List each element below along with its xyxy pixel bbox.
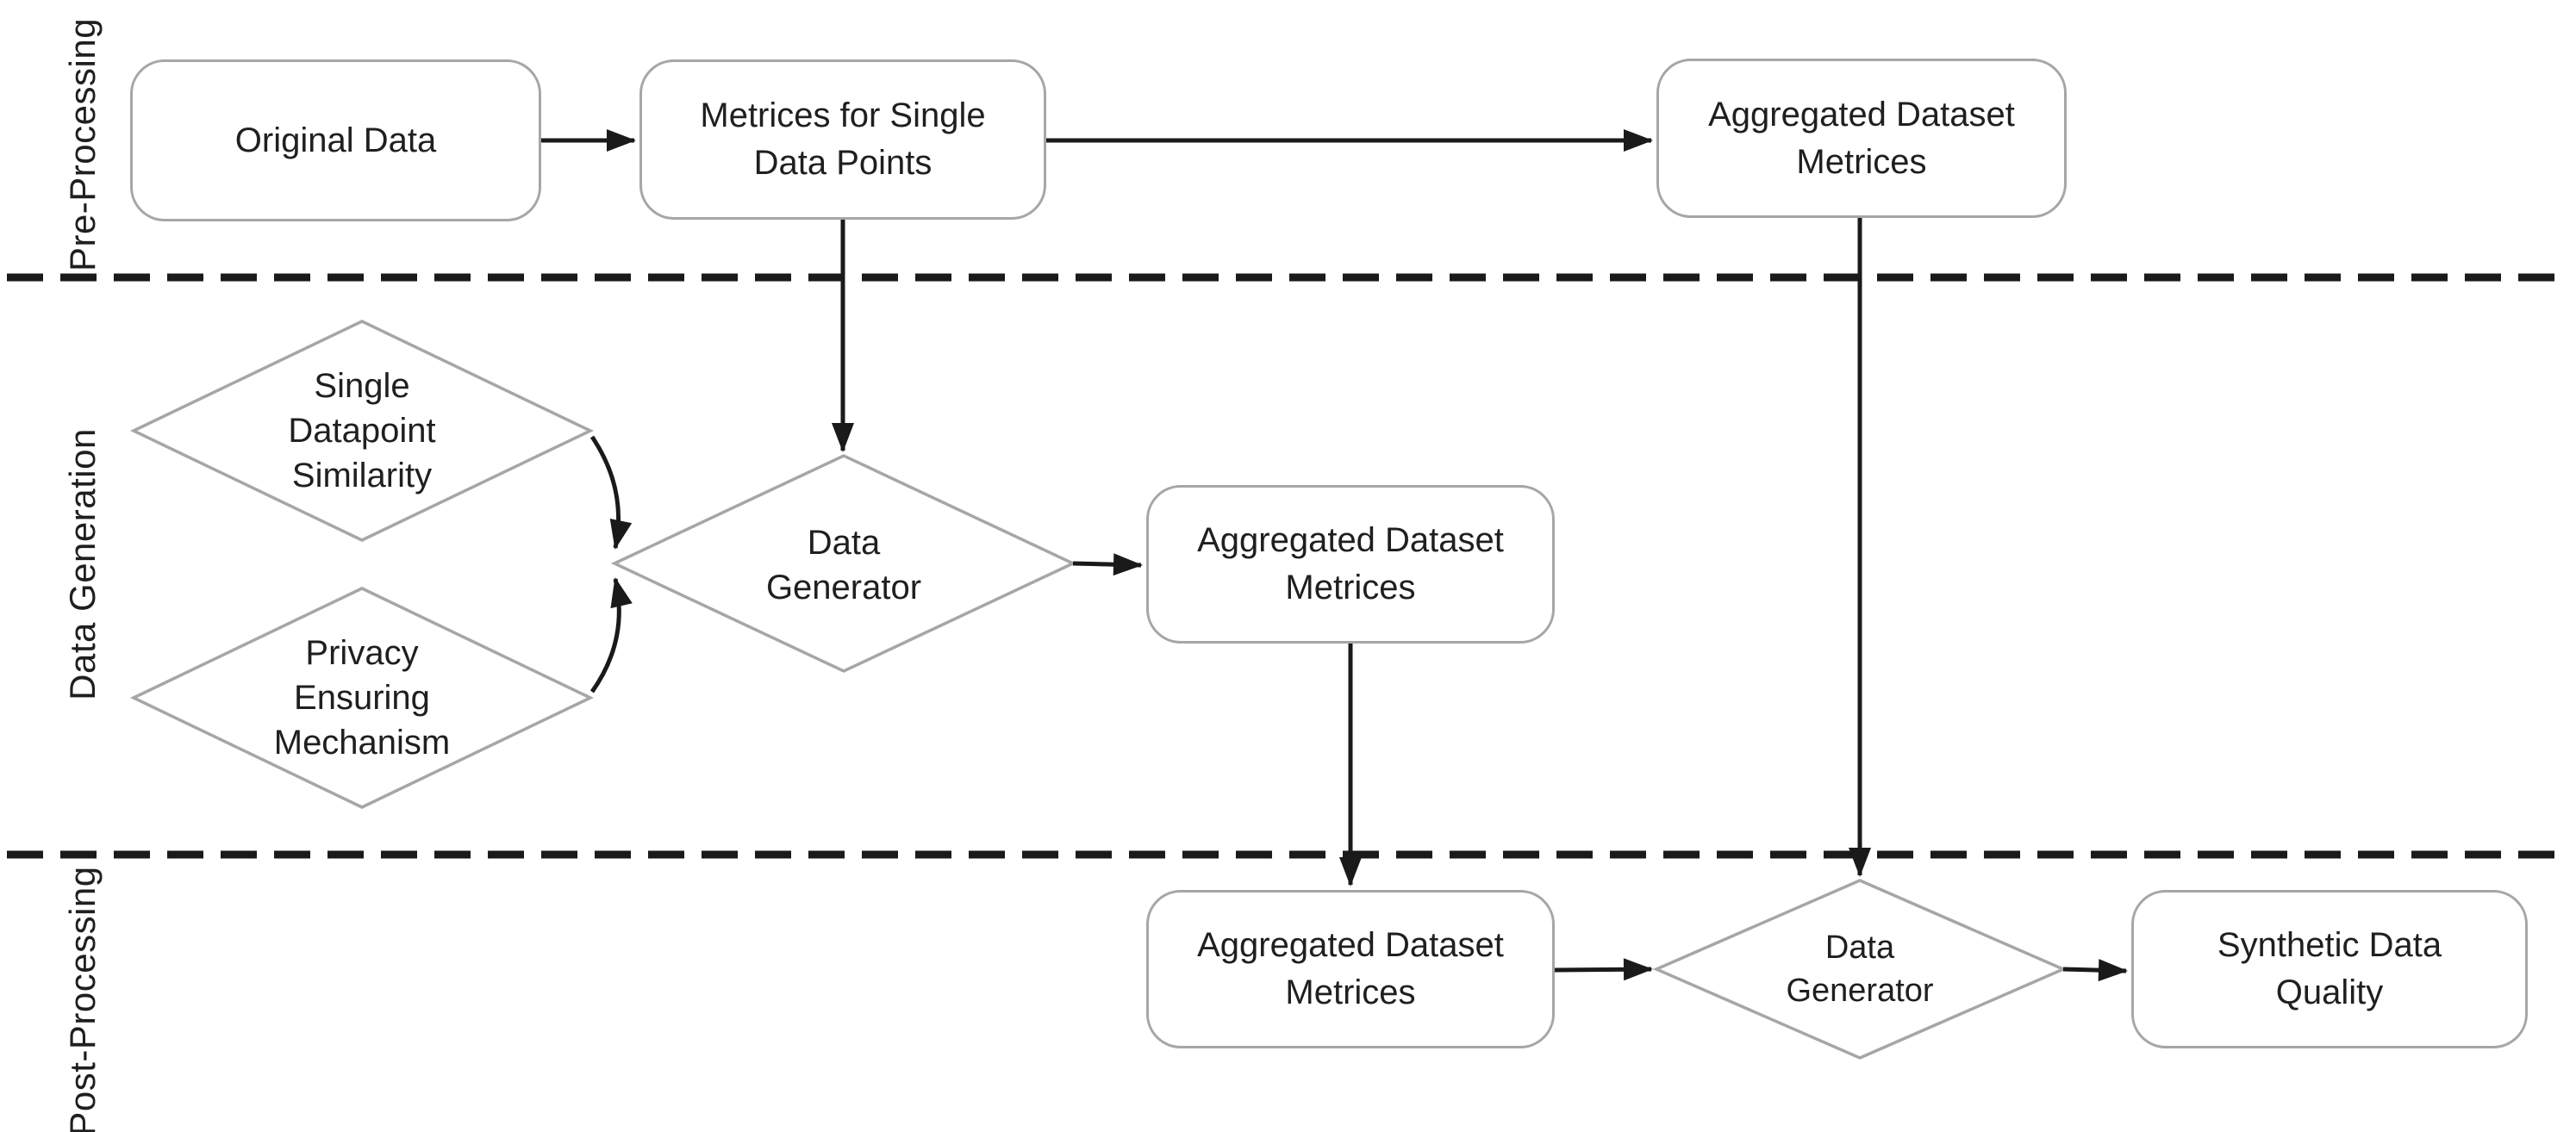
arrow-data-generator-to-aggregated-mid [1072,553,1143,576]
arrow-similarity-to-data-generator [589,435,633,550]
label-data-generator-bottom: Data Generator [1786,930,1934,1009]
node-synthetic-data-quality: Synthetic Data Quality [2131,890,2528,1048]
label-single-datapoint-similarity: Single Datapoint Similarity [288,367,436,494]
node-aggregated-dataset-metrices-mid: Aggregated Dataset Metrices [1146,485,1555,644]
arrow-data-generator-to-synthetic-quality [2062,959,2128,982]
node-aggregated-dataset-metrices-bottom: Aggregated Dataset Metrices [1146,890,1555,1048]
arrow-privacy-to-data-generator [589,577,633,694]
lane-label-data-generation: Data Generation [62,428,103,700]
lane-label-post-processing: Post-Processing [62,866,103,1132]
diamond-single-datapoint-similarity [129,320,595,542]
node-aggregated-dataset-metrices-top: Aggregated Dataset Metrices [1656,59,2067,218]
node-original-data: Original Data [130,59,541,221]
diamond-privacy-ensuring-mechanism [129,587,595,809]
label-privacy-ensuring-mechanism: Privacy Ensuring Mechanism [273,634,451,762]
lane-label-pre-processing: Pre-Processing [62,17,103,272]
label-data-generator-mid: Data Generator [765,524,922,606]
node-metrices-for-single-data-points: Metrices for Single Data Points [639,59,1046,220]
arrow-aggregated-bottom-to-data-generator [1554,958,1653,981]
